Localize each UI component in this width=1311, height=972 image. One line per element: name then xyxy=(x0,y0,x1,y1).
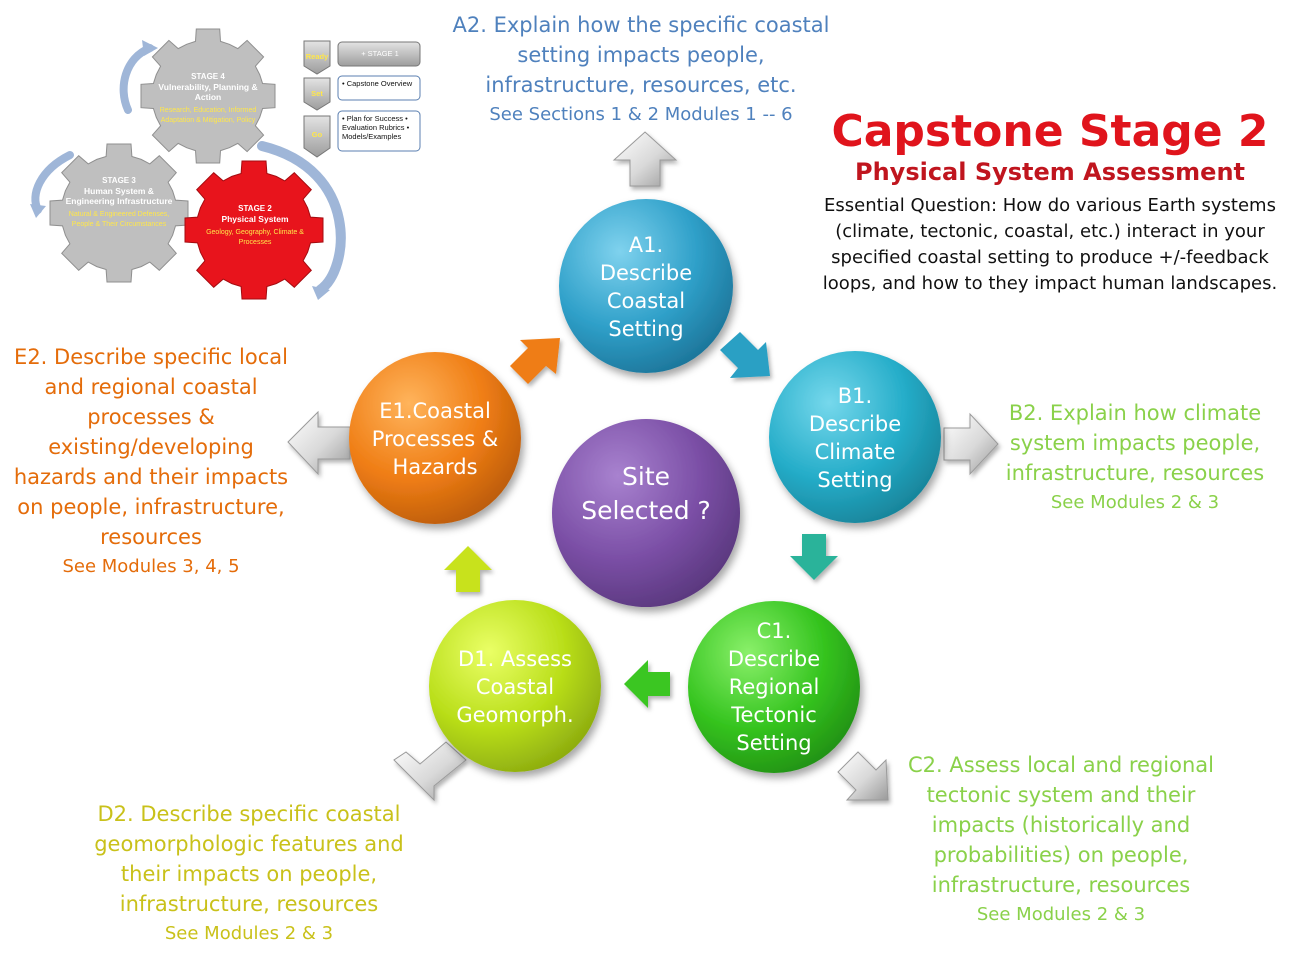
ready-set-go-flow xyxy=(303,40,421,158)
outcome-e2-text: E2. Describe specific local and regional… xyxy=(13,345,289,549)
flow-box-plan: • Plan for Success • Evaluation Rubrics … xyxy=(342,114,410,141)
cycle-arrow-a1-b1 xyxy=(720,332,770,378)
outcome-a2: A2. Explain how the specific coastal set… xyxy=(446,10,836,130)
flow-tag-ready: Ready xyxy=(305,52,329,61)
gear-stage2-title: Physical System xyxy=(221,214,289,224)
step-circle-b1 xyxy=(769,351,941,523)
outcome-e2-ref: See Modules 3, 4, 5 xyxy=(62,556,240,577)
cycle-arrow-e1-a1 xyxy=(510,338,560,384)
flow-tag-go: Go xyxy=(311,130,323,139)
flow-box-capstone-overview: • Capstone Overview xyxy=(342,79,413,88)
step-label-d1: D1. Assess Coastal Geomorph. xyxy=(456,647,574,727)
gear-stage3-label: STAGE 3 xyxy=(102,176,136,185)
page-subtitle: Physical System Assessment xyxy=(855,158,1245,186)
center-label: Site Selected ? xyxy=(581,462,711,525)
step-circle-e1 xyxy=(349,352,521,524)
outcome-c2-text: C2. Assess local and regional tectonic s… xyxy=(907,753,1214,897)
center-circle xyxy=(552,419,740,607)
gear-shape xyxy=(49,143,189,283)
step-circle-d1 xyxy=(429,600,601,772)
cycle-arrow-c1-d1 xyxy=(624,660,670,708)
flow-box-stage1: + STAGE 1 xyxy=(361,49,399,58)
outcome-b2-text: B2. Explain how climate system impacts p… xyxy=(1005,401,1265,485)
gear-stage3-title: Human System & Engineering Infrastructur… xyxy=(65,186,173,206)
outcome-c2: C2. Assess local and regional tectonic s… xyxy=(905,750,1217,930)
gear-stage4-label: STAGE 4 xyxy=(191,72,225,81)
gear-stage2-detail: Geology, Geography, Climate & Processes xyxy=(206,229,304,246)
outcome-a2-ref: See Sections 1 & 2 Modules 1 -- 6 xyxy=(489,104,793,125)
gear-shape xyxy=(140,28,276,164)
gear-stage2 xyxy=(184,160,324,300)
step-label-a1: A1. Describe Coastal Setting xyxy=(599,233,693,341)
step-label-b1: B1. Describe Climate Setting xyxy=(808,384,902,492)
outcome-b2: B2. Explain how climate system impacts p… xyxy=(1000,398,1270,518)
outcome-d2-ref: See Modules 2 & 3 xyxy=(164,923,334,944)
gear-stage3-text: STAGE 3 Human System & Engineering Infra… xyxy=(60,176,178,230)
outcome-a2-text: A2. Explain how the specific coastal set… xyxy=(452,13,830,97)
step-circle-c1 xyxy=(688,601,860,773)
cycle-arrow-stage2-right xyxy=(257,141,346,295)
gear-stage4-text: STAGE 4 Vulnerability, Planning & Action… xyxy=(154,72,262,126)
essential-question: Essential Question: How do various Earth… xyxy=(822,195,1278,294)
cycle-arrow-b1-c1 xyxy=(790,534,838,580)
step-label-c1: C1. Describe Regional Tectonic Setting xyxy=(727,619,821,755)
gear-stage3 xyxy=(49,143,189,283)
stage-overview-graphic xyxy=(30,28,421,300)
outcome-b2-ref: See Modules 2 & 3 xyxy=(1050,492,1220,513)
step-circle-a1 xyxy=(559,199,733,373)
outcome-e2: E2. Describe specific local and regional… xyxy=(8,342,294,582)
outcome-arrow-d2 xyxy=(393,741,467,802)
gear-stage4 xyxy=(140,28,276,164)
gear-stage2-label: STAGE 2 xyxy=(238,204,272,213)
outcome-arrow-c2 xyxy=(837,751,889,801)
gear-stage3-detail: Natural & Engineered Defenses, People & … xyxy=(68,211,170,228)
cycle-arrow-d1-e1 xyxy=(444,546,492,592)
outcome-arrow-b2 xyxy=(943,412,999,476)
gear-stage2-text: STAGE 2 Physical System Geology, Geograp… xyxy=(204,204,306,248)
gear-stage4-detail: Research, Education, Informed Adaptation… xyxy=(159,107,257,124)
flow-tag-set: Set xyxy=(311,89,323,98)
gear-stage4-title: Vulnerability, Planning & Action xyxy=(158,82,258,102)
outcome-d2-text: D2. Describe specific coastal geomorphol… xyxy=(94,802,404,916)
outcome-d2: D2. Describe specific coastal geomorphol… xyxy=(90,799,408,949)
outcome-arrow-a2 xyxy=(612,131,678,187)
outcome-c2-ref: See Modules 2 & 3 xyxy=(976,904,1146,925)
outcome-arrow-e2 xyxy=(287,410,351,476)
page-title: Capstone Stage 2 xyxy=(831,106,1269,157)
cycle-arrow-stage4-left xyxy=(119,44,154,114)
gear-shape xyxy=(184,160,324,300)
step-label-e1: E1.Coastal Processes & Hazards xyxy=(371,399,499,479)
